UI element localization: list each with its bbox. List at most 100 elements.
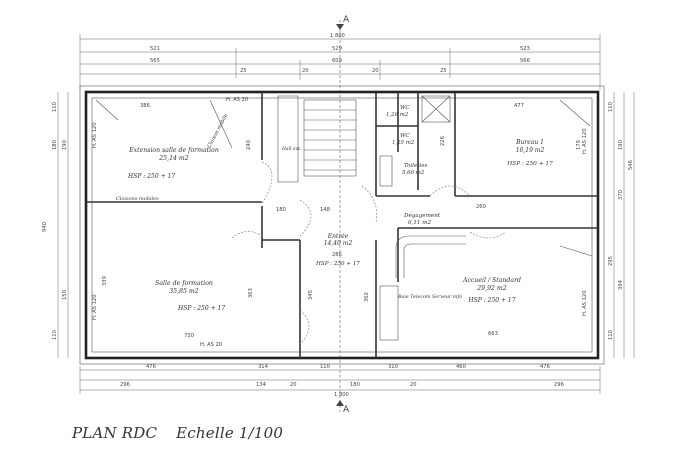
room-wc-2: WC 1,25 m2 [392, 133, 415, 146]
room-name: WC [400, 105, 411, 111]
plan-scale: Echelle 1/100 [176, 424, 284, 442]
dim-bot-r2-4: 20 [410, 382, 417, 388]
dim-inner-6: 179 [576, 140, 582, 150]
note-cloison-mobile: Cloison mobile [206, 113, 229, 149]
plan-title: PLAN RDC [72, 424, 158, 442]
room-area: 1,25 m2 [392, 140, 415, 146]
dim-top-r2-0: 565 [150, 58, 160, 64]
dim-inner-11: 180 [276, 207, 286, 213]
room-name: Salle de formation [155, 280, 213, 287]
dim-top-r1-0: 521 [150, 46, 160, 52]
dim-left-5: 110 [52, 330, 58, 340]
room-name: Dégagement [403, 212, 441, 219]
dim-left-0: 110 [52, 102, 58, 112]
dim-left-4: 150 [62, 290, 68, 300]
dim-inner-7: 339 [102, 276, 108, 286]
dim-bot-r1-3: 310 [388, 364, 398, 370]
room-entree: Entrée 14,40 m2 HSP : 250 + 17 [315, 233, 360, 267]
room-hsp: HSP : 250 + 17 [127, 173, 175, 180]
dim-right-6: 110 [608, 330, 614, 340]
room-name: Toilettes [404, 163, 428, 169]
plan-caption: PLAN RDC Echelle 1/100 [72, 424, 297, 442]
note-ha-right-bottom: H. AS 120 [582, 291, 588, 317]
ventilation-duct [379, 235, 466, 341]
dim-bot-r1-5: 476 [540, 364, 550, 370]
note-ha-left-bottom: H. AS 120 [92, 295, 98, 321]
dim-bot-r1-1: 314 [258, 364, 269, 370]
dim-inner-3: 663 [488, 331, 498, 337]
mobile-partition-lines [95, 99, 593, 257]
dim-bot-r1-0: 476 [146, 364, 156, 370]
room-area: 5,66 m2 [402, 170, 425, 176]
room-degagement: Dégagement 6,11 m2 [403, 212, 441, 226]
dim-inner-10: 362 [364, 292, 370, 302]
dim-top-s1: 20 [302, 68, 309, 74]
interior-walls [86, 92, 598, 358]
room-hsp: HSP : 250 + 17 [315, 261, 360, 267]
room-area: 35,85 m2 [169, 288, 199, 295]
dim-right-1: 190 [618, 140, 624, 150]
dim-bot-r2-0: 296 [120, 382, 130, 388]
note-baie: Baie Telecom Serveur info [397, 294, 462, 300]
top-dimension-lines [79, 34, 601, 90]
section-marker-bottom: A [343, 405, 350, 415]
dim-inner-12: 148 [320, 207, 330, 213]
room-area: 16,19 m2 [516, 147, 545, 154]
dim-top-total: 1 800 [330, 33, 345, 39]
bottom-dimension-lines [79, 366, 601, 394]
right-dimension-labels: 110 190 546 370 295 394 110 [608, 102, 634, 340]
dim-inner-8: 363 [248, 288, 254, 298]
dim-right-3: 370 [618, 190, 624, 200]
dim-inner-9: 345 [308, 290, 314, 300]
dim-bot-r2-3: 180 [350, 382, 360, 388]
dim-right-5: 394 [618, 279, 624, 290]
dim-left-2: 180 [52, 140, 58, 150]
side-dimension-lines [57, 92, 635, 358]
door-swings [231, 161, 507, 345]
dim-top-r1-1: 529 [332, 46, 342, 52]
room-area: 14,40 m2 [324, 240, 353, 247]
dim-bot-r2-1: 134 [256, 382, 267, 388]
dim-inner-2: 730 [184, 333, 194, 339]
room-name: Accueil / Standard [462, 277, 521, 284]
note-ha-left-top: H. AS 120 [92, 123, 98, 149]
note-hall-ext: Hall ext. [281, 146, 302, 152]
note-ha-top: H. AS 20 [226, 97, 248, 103]
stair-block [277, 95, 451, 183]
room-salle: Salle de formation 35,85 m2 HSP : 250 + … [155, 280, 225, 312]
left-dimension-labels: 110 190 180 940 150 110 [42, 102, 68, 340]
room-area: 29,92 m2 [476, 285, 507, 292]
dim-right-0: 110 [608, 102, 614, 112]
dim-right-4: 295 [608, 256, 614, 266]
room-extension: Extension salle de formation 25,14 m2 HS… [127, 147, 219, 180]
room-hsp: HSP : 250 + 17 [506, 161, 553, 167]
room-toilettes: Toilettes 5,66 m2 [402, 163, 428, 176]
dim-left-1: 190 [62, 140, 68, 150]
dim-inner-1: 477 [514, 103, 524, 109]
dim-inner-5: 226 [440, 136, 446, 146]
dim-bot-r1-2: 110 [320, 364, 330, 370]
dim-top-r2-1: 609 [332, 58, 342, 64]
exterior-walls [79, 85, 605, 365]
dim-top-s2: 20 [372, 68, 379, 74]
note-ha-right-top: H. AS 120 [582, 129, 588, 155]
dim-bot-r1-4: 460 [456, 364, 466, 370]
room-wc-1: WC 1,26 m2 [386, 105, 411, 118]
dim-top-r2-2: 566 [520, 58, 530, 64]
dim-left-3: 940 [42, 222, 48, 232]
note-cloisons-mobiles: Cloisons mobiles [116, 196, 159, 202]
section-marker-top: A [343, 15, 350, 25]
dim-top-s0: 25 [240, 68, 247, 74]
room-name: WC [400, 133, 411, 139]
room-name: Bureau 1 [515, 139, 544, 146]
room-area: 6,11 m2 [408, 220, 432, 226]
dim-inner-0: 386 [140, 103, 150, 109]
dim-inner-14: 286 [332, 252, 342, 258]
room-area: 25,14 m2 [158, 155, 189, 162]
dim-bot-r2-5: 296 [554, 382, 564, 388]
dim-top-s3: 25 [440, 68, 447, 74]
dim-inner-4: 240 [246, 140, 252, 150]
room-hsp: HSP : 250 + 17 [467, 297, 515, 304]
dim-top-r1-2: 523 [520, 46, 530, 52]
